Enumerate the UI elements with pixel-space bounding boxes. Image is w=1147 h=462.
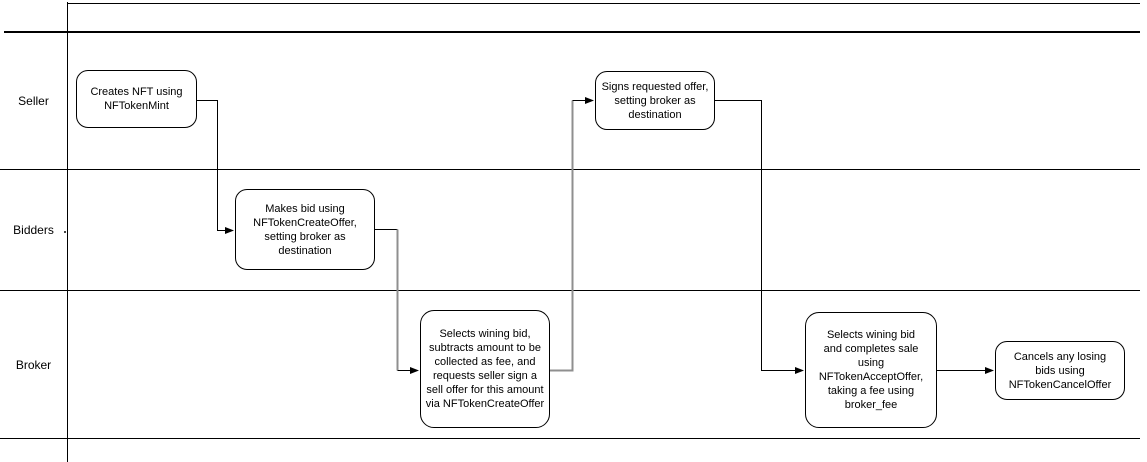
node-completes-sale: Selects wining bid and completes sale us… xyxy=(805,312,937,428)
lane-divider xyxy=(4,31,1140,33)
lane-label-text: Bidders xyxy=(13,223,54,237)
node-label: Signs requested offer, setting broker as… xyxy=(601,80,709,121)
node-requests-sign: Selects wining bid, subtracts amount to … xyxy=(420,310,550,428)
lane-divider xyxy=(0,169,1140,170)
node-label: Selects wining bid, subtracts amount to … xyxy=(425,328,545,410)
node-label: Creates NFT using NFTokenMint xyxy=(90,86,183,112)
node-signs-offer: Signs requested offer, setting broker as… xyxy=(595,71,715,130)
lane-divider xyxy=(0,438,1140,439)
node-cancels-bids: Cancels any losing bids using NFTokenCan… xyxy=(995,341,1125,400)
lane-label-bidders: Bidders xyxy=(0,170,67,290)
lane-label-text: Seller xyxy=(18,94,49,108)
lane-marker-dot xyxy=(64,231,66,233)
node-label: Cancels any losing bids using NFTokenCan… xyxy=(1008,350,1112,391)
node-label: Makes bid using NFTokenCreateOffer, sett… xyxy=(253,202,357,257)
connector-bid-to-request xyxy=(375,229,419,374)
connector-request-to-sign xyxy=(550,97,594,372)
node-label: Selects wining bid and completes sale us… xyxy=(818,329,924,411)
node-makes-bid: Makes bid using NFTokenCreateOffer, sett… xyxy=(235,189,375,270)
pool-top-border xyxy=(67,3,1140,4)
pool-header-divider xyxy=(67,2,68,462)
connector-accept-to-cancel xyxy=(937,367,994,374)
lane-label-seller: Seller xyxy=(0,33,67,169)
node-creates-nft: Creates NFT using NFTokenMint xyxy=(76,70,197,128)
lane-label-broker: Broker xyxy=(0,291,67,438)
connector-mint-to-bid xyxy=(197,100,234,234)
lane-label-text: Broker xyxy=(15,357,52,372)
lane-divider xyxy=(0,290,1140,291)
connector-sign-to-accept xyxy=(715,100,804,374)
